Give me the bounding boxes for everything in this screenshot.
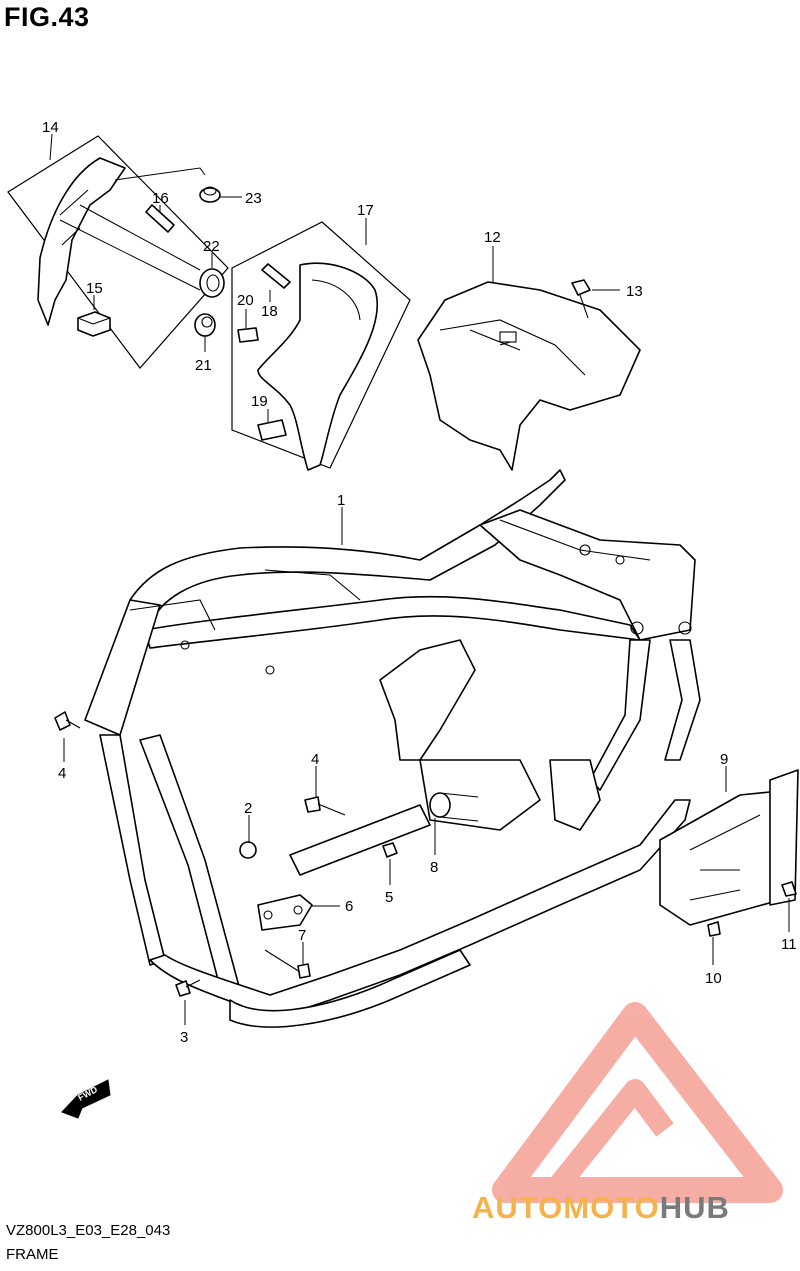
part-13-bolt — [571, 279, 591, 319]
part-1-frame — [84, 469, 701, 1028]
part-12-tray — [417, 281, 641, 471]
part-8-spacer — [429, 792, 479, 822]
callout-19: 19 — [251, 393, 268, 410]
model-code: VZ800L3_E03_E28_043 — [6, 1222, 171, 1239]
callout-12: 12 — [484, 229, 501, 246]
part-21-spacer — [194, 313, 216, 337]
part-5-nut — [382, 842, 398, 858]
callout-22: 22 — [203, 238, 220, 255]
callout-13: 13 — [626, 283, 643, 300]
assembly-name: FRAME — [6, 1246, 59, 1263]
part-22-grommet — [199, 268, 225, 298]
part-16-pad — [145, 204, 175, 233]
callout-11: 11 — [781, 936, 797, 953]
callout-21: 21 — [195, 357, 212, 374]
part-4-bolt-left — [54, 711, 81, 731]
watermark-brand: AUTOMOTOHUB — [472, 1190, 730, 1225]
part-11-bolt — [781, 881, 797, 897]
part-7-bolt — [264, 949, 311, 979]
part-20-clip — [237, 327, 259, 343]
callout-20: 20 — [237, 292, 254, 309]
callout-16: 16 — [152, 190, 169, 207]
callout-5: 5 — [385, 889, 393, 906]
part-15-block — [77, 311, 111, 337]
frame-cover-group — [7, 135, 229, 369]
callout-labels: 14 16 23 22 15 21 17 18 20 19 12 13 1 4 … — [42, 119, 797, 1046]
part-9-bracket — [659, 769, 799, 926]
callout-3: 3 — [180, 1029, 188, 1046]
callout-23: 23 — [245, 190, 262, 207]
part-18-pad — [261, 263, 291, 289]
leader-lines — [49, 133, 790, 1025]
callout-1: 1 — [337, 492, 345, 509]
part-10-bolt — [707, 921, 721, 937]
fwd-arrow-icon: FWD — [61, 1079, 111, 1119]
part-6-plate — [257, 894, 313, 931]
callout-2: 2 — [244, 800, 252, 817]
part-23-grommet — [199, 186, 221, 203]
figure-title: FIG.43 — [4, 2, 90, 32]
callout-7: 7 — [298, 927, 306, 944]
callout-14: 14 — [42, 119, 59, 136]
watermark-brand-part1: AUTOMOTO — [472, 1190, 660, 1225]
part-3-bolt — [175, 979, 201, 997]
watermark-logo — [492, 1002, 783, 1203]
callout-15: 15 — [86, 280, 103, 297]
side-cover-group — [231, 221, 411, 471]
callout-17: 17 — [357, 202, 374, 219]
watermark-brand-part2: HUB — [660, 1190, 730, 1225]
part-2-cap — [239, 841, 257, 859]
callout-4-left: 4 — [58, 765, 66, 782]
part-19-block — [257, 419, 287, 441]
callout-8: 8 — [430, 859, 438, 876]
callout-9: 9 — [720, 751, 728, 768]
part-4-bolt-center — [304, 796, 346, 816]
callout-6: 6 — [345, 898, 353, 915]
callout-18: 18 — [261, 303, 278, 320]
callout-10: 10 — [705, 970, 722, 987]
callout-4-center: 4 — [311, 751, 319, 768]
